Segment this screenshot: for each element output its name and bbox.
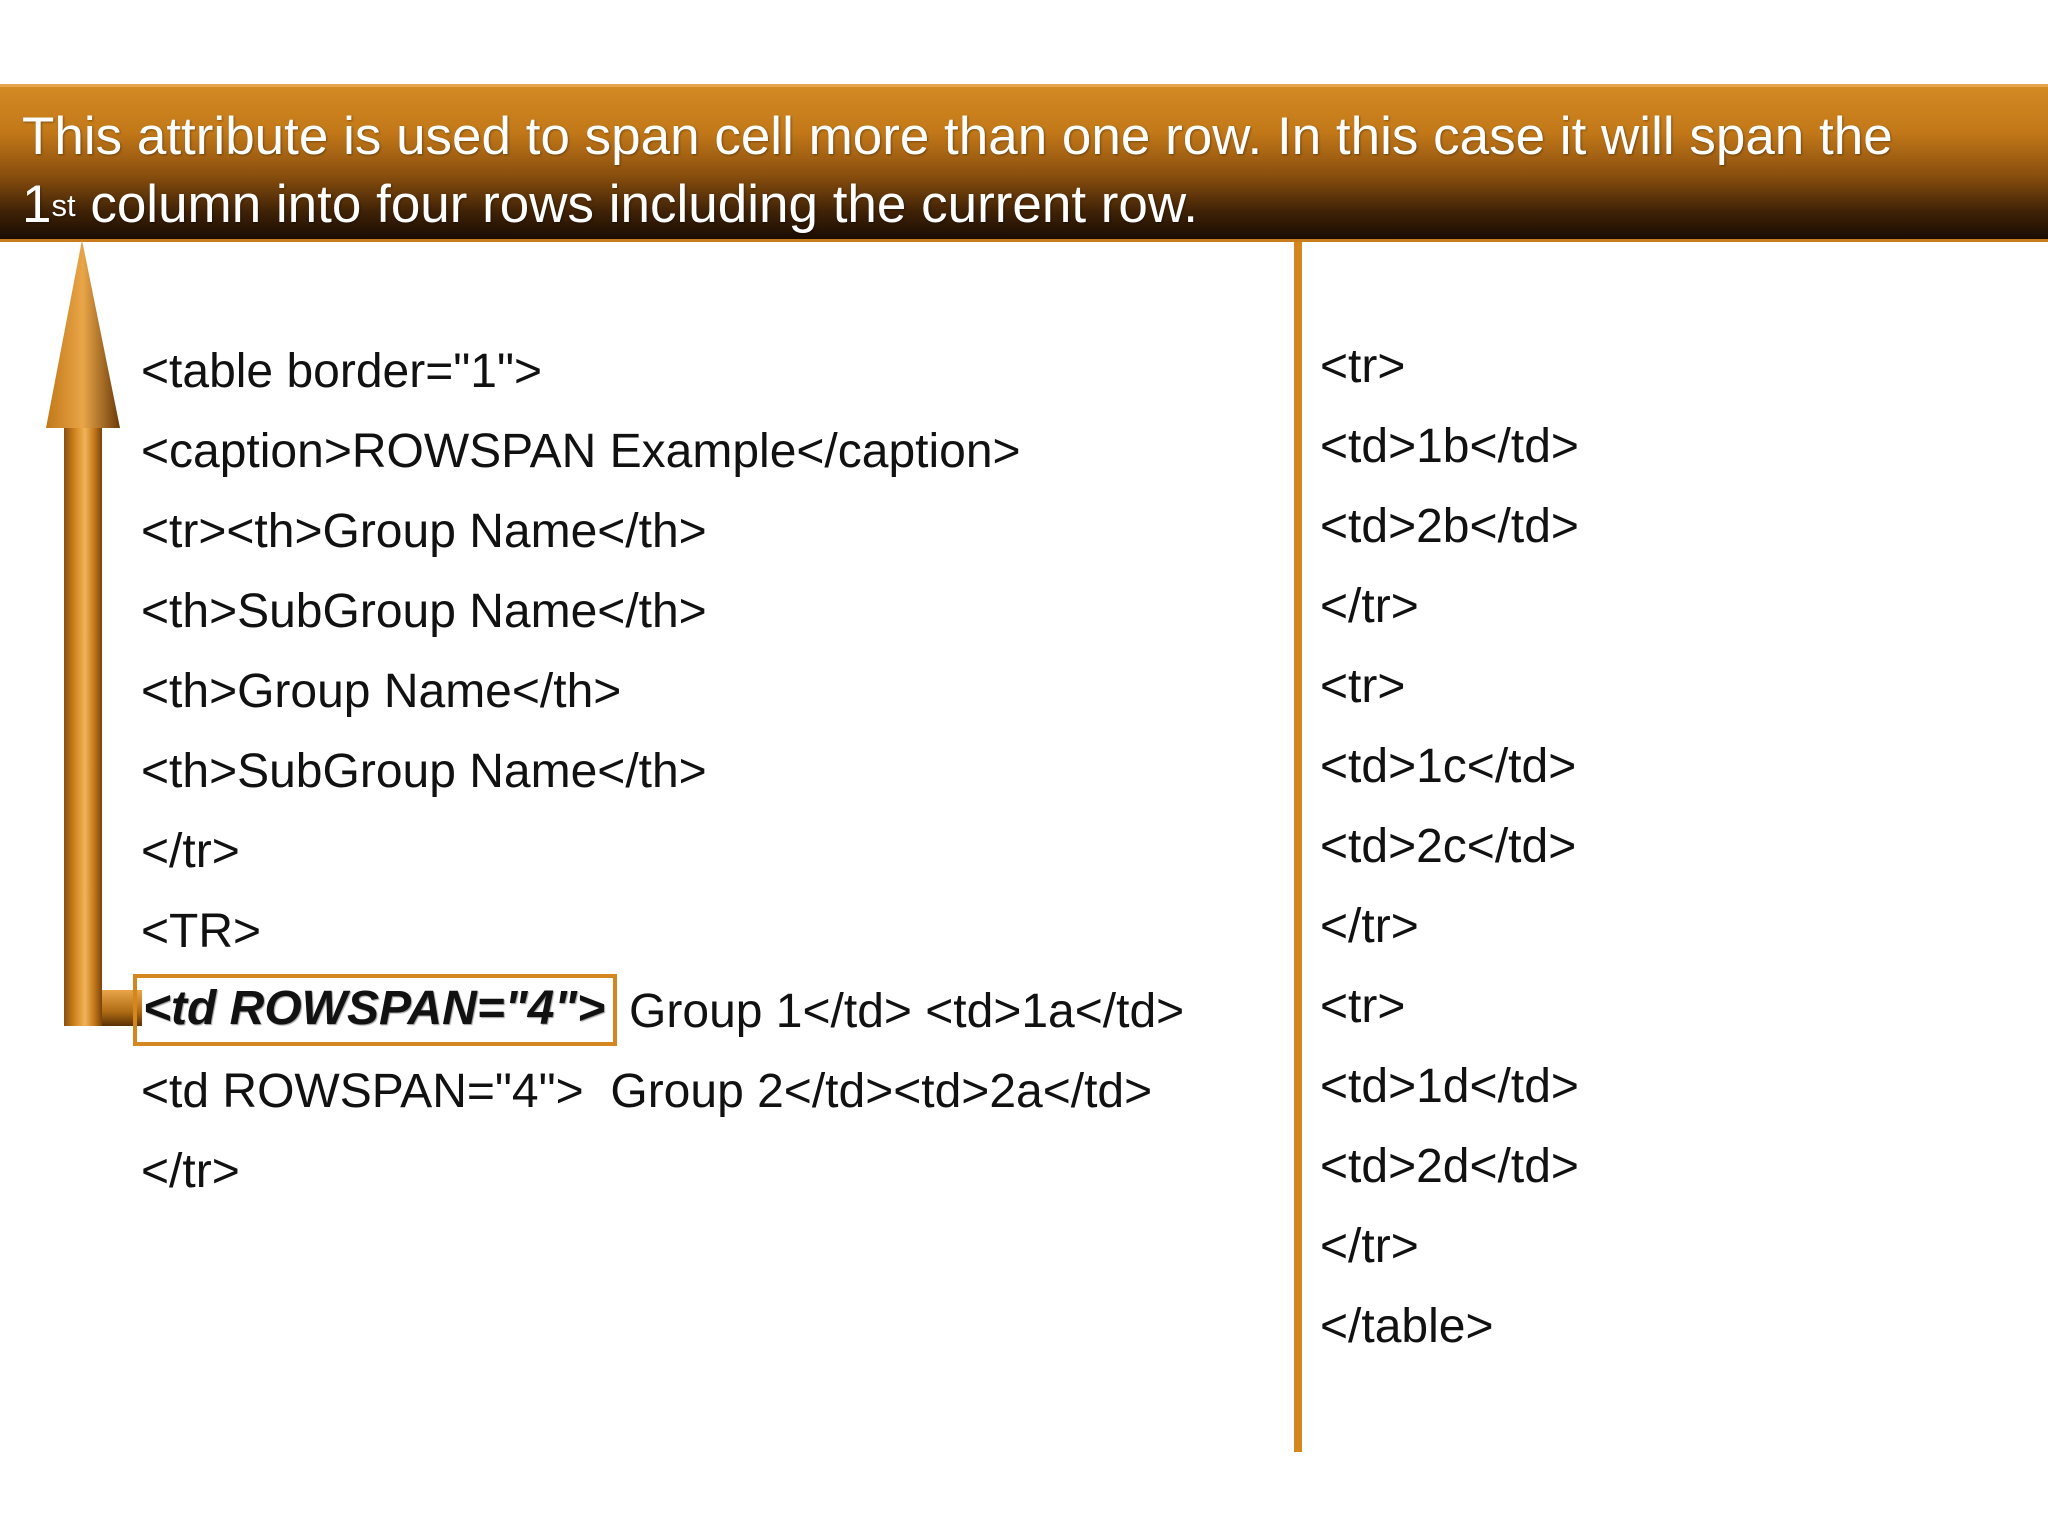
code-line: </tr> [1320,580,1419,633]
code-line: </table> [1320,1300,1494,1353]
title-banner: This attribute is used to span cell more… [0,84,2048,242]
code-line: </tr> [141,825,240,878]
code-line: </tr> [141,1145,240,1198]
code-line: <td>2d</td> [1320,1140,1579,1193]
banner-superscript: st [51,188,76,223]
code-line: <th>Group Name</th> [141,665,622,718]
arrow-foot [64,990,142,1026]
code-column-left: <table border="1"> <caption>ROWSPAN Exam… [133,332,1185,1212]
code-line: <td>2b</td> [1320,500,1579,553]
code-line: </tr> [1320,900,1419,953]
code-line: <tr> [1320,980,1406,1033]
code-line: <tr> [1320,340,1406,393]
code-line: <td>1b</td> [1320,420,1579,473]
code-line: <td>1d</td> [1320,1060,1579,1113]
banner-line-2: 1st column into four rows including the … [22,171,2026,239]
banner-line-2-prefix: 1 [22,175,52,234]
banner-line-1: This attribute is used to span cell more… [22,107,1893,166]
highlight-line-rest: Group 1</td> <td>1a</td> [629,985,1185,1038]
arrow-head [46,240,120,428]
code-line: <th>SubGroup Name</th> [141,585,707,638]
code-line: <table border="1"> [141,345,543,398]
banner-line-2-rest: column into four rows including the curr… [75,175,1198,234]
code-line: <td>1c</td> [1320,740,1577,793]
arrow-shaft [64,420,102,1026]
highlighted-code-line: <td ROWSPAN="4">Group 1</td> <td>1a</td> [133,972,1185,1052]
code-line: <td ROWSPAN="4"> Group 2</td><td>2a</td> [141,1065,1153,1118]
code-line: <th>SubGroup Name</th> [141,745,707,798]
code-line: <caption>ROWSPAN Example</caption> [141,425,1021,478]
column-divider [1294,242,1302,1452]
code-line: <tr><th>Group Name</th> [141,505,707,558]
code-line: <td>2c</td> [1320,820,1577,873]
code-column-right: <tr> <td>1b</td> <td>2b</td> </tr> <tr> … [1320,327,1579,1367]
rowspan-highlight-box: <td ROWSPAN="4"> [133,974,618,1047]
code-line: </tr> [1320,1220,1419,1273]
code-line: <TR> [141,905,262,958]
code-line: <tr> [1320,660,1406,713]
